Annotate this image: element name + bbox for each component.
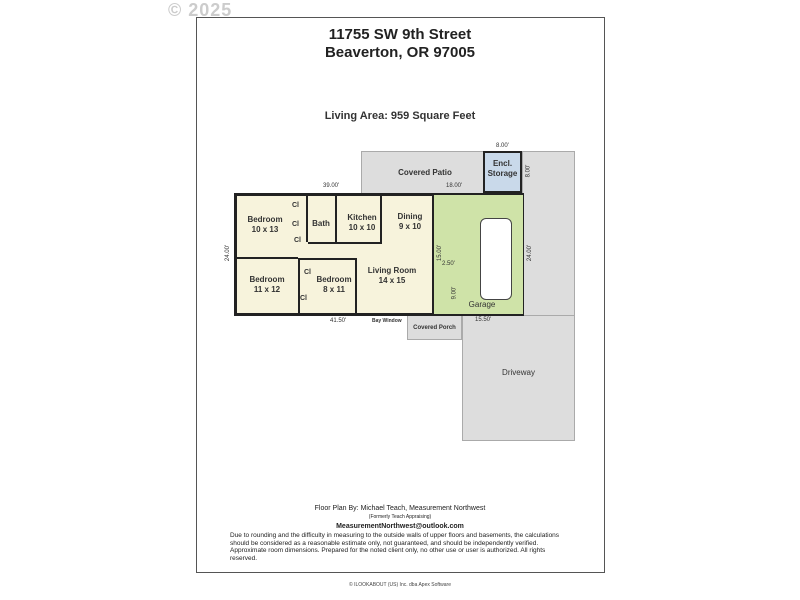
storage-label: Encl.Storage bbox=[483, 159, 522, 179]
driveway bbox=[462, 315, 575, 441]
street: 11755 SW 9th Street bbox=[328, 26, 472, 43]
wall bbox=[335, 195, 337, 242]
dim-storage-h: 8.00' bbox=[525, 164, 532, 178]
name: Dining bbox=[397, 212, 423, 221]
closet-label: Cl bbox=[300, 295, 307, 302]
author: Floor Plan By: Michael Teach, Measuremen… bbox=[314, 505, 486, 512]
closet-label: Cl bbox=[304, 269, 311, 276]
dim-top: 39.00' bbox=[323, 183, 340, 189]
size: 14 x 15 bbox=[378, 276, 406, 285]
size: 10 x 13 bbox=[251, 225, 279, 234]
size: 10 x 10 bbox=[348, 223, 376, 232]
wall bbox=[300, 258, 356, 260]
dim-15: 15.00' bbox=[437, 244, 444, 262]
email: MeasurementNorthwest@outlook.com bbox=[336, 523, 464, 530]
formerly: (Formerly Teach Appraising) bbox=[368, 514, 432, 520]
name: Kitchen bbox=[347, 213, 377, 222]
credits: Floor Plan By: Michael Teach, Measuremen… bbox=[196, 505, 604, 531]
dim-left: 24.00' bbox=[225, 244, 232, 262]
closet-label: Cl bbox=[294, 237, 301, 244]
dim-garage-bottom: 15.50' bbox=[475, 317, 492, 323]
wall bbox=[380, 195, 382, 242]
name: Living Room bbox=[367, 266, 417, 275]
copyright: © ILOOKABOUT (US) Inc. dba Apex Software bbox=[349, 582, 451, 588]
name: Bedroom bbox=[316, 275, 352, 284]
city: Beaverton, OR 97005 bbox=[324, 44, 476, 61]
closet-label: Cl bbox=[292, 221, 299, 228]
driveway-label: Driveway bbox=[502, 368, 535, 377]
size: 8 x 11 bbox=[323, 285, 345, 294]
storage-room bbox=[483, 151, 522, 193]
wall bbox=[308, 242, 382, 244]
dim-storage-w: 8.00' bbox=[496, 143, 509, 149]
patio-label: Covered Patio bbox=[398, 168, 452, 177]
dim-2-5: 2.50' bbox=[442, 261, 455, 267]
bay-window-label: Bay Window bbox=[372, 318, 402, 324]
size: 11 x 12 bbox=[253, 285, 281, 294]
size: 9 x 10 bbox=[398, 222, 422, 231]
porch-label: Covered Porch bbox=[413, 325, 456, 331]
closet-label: Cl bbox=[292, 202, 299, 209]
bath-label: Bath bbox=[312, 219, 330, 228]
name: Bedroom bbox=[247, 215, 283, 224]
wall bbox=[306, 195, 308, 242]
dim-patio: 18.00' bbox=[446, 183, 463, 189]
wall bbox=[355, 258, 357, 314]
dim-bottom: 41.50' bbox=[330, 318, 347, 324]
wall bbox=[298, 258, 300, 314]
car-icon bbox=[480, 218, 512, 300]
page-frame bbox=[196, 17, 605, 573]
garage-label: Garage bbox=[468, 300, 496, 309]
wall bbox=[236, 257, 298, 259]
living-area: Living Area: 959 Square Feet bbox=[324, 110, 476, 122]
dim-garage-right: 24.00' bbox=[527, 244, 534, 262]
name: Bedroom bbox=[249, 275, 285, 284]
dim-9: 9.00' bbox=[451, 286, 458, 300]
storage-l1: Encl. bbox=[492, 159, 513, 168]
disclaimer: Due to rounding and the difficulty in me… bbox=[230, 532, 560, 562]
watermark: © 2025 bbox=[168, 0, 233, 20]
storage-l2: Storage bbox=[487, 169, 518, 178]
